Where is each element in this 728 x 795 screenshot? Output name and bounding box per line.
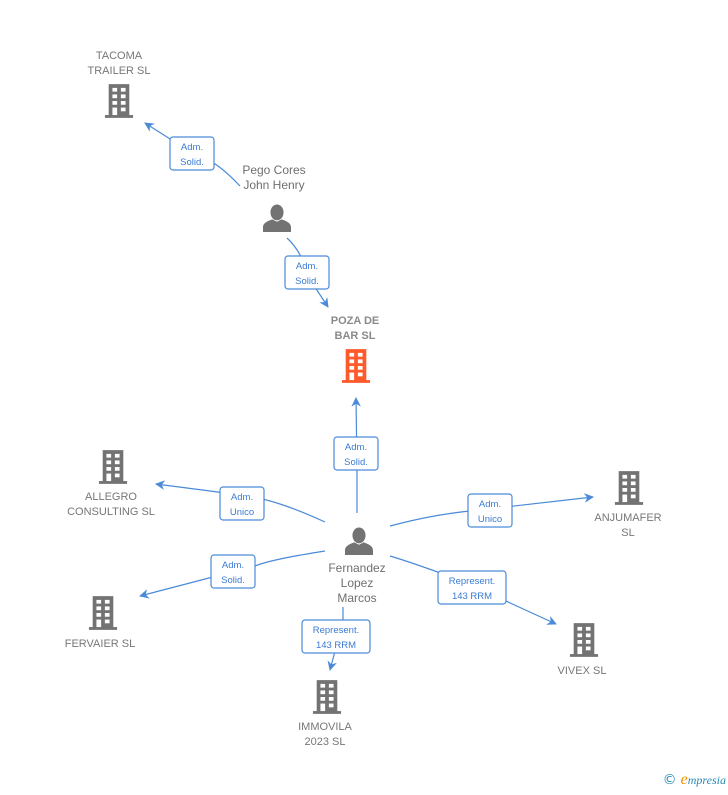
edge-label-text: Unico <box>230 507 254 518</box>
edge-label-text: 143 RRM <box>316 640 356 651</box>
edge-label-text: Adm. <box>479 499 501 510</box>
node-poza[interactable]: POZA DE BAR SL <box>331 315 380 383</box>
edge-fernandez-to-anjumafer: Adm. Unico <box>389 493 594 528</box>
building-icon[interactable] <box>88 596 118 630</box>
edge-label-text: 143 RRM <box>452 591 492 602</box>
node-label[interactable]: SL <box>621 527 634 539</box>
edge-label-text: Adm. <box>222 560 244 571</box>
building-icon[interactable] <box>104 84 134 118</box>
edge-pego-to-tacoma: Adm. Solid. <box>144 122 241 187</box>
edge-label-text: Adm. <box>181 142 203 153</box>
building-icon[interactable] <box>341 349 371 383</box>
node-label[interactable]: CONSULTING SL <box>67 506 155 518</box>
node-label[interactable]: POZA DE <box>331 315 380 327</box>
node-label[interactable]: IMMOVILA <box>298 721 352 733</box>
node-vivex[interactable]: VIVEX SL <box>558 623 607 677</box>
brand-name: mpresia <box>687 773 726 787</box>
node-allegro[interactable]: ALLEGRO CONSULTING SL <box>67 450 155 518</box>
edge-label-text: Unico <box>478 514 502 525</box>
edge-label-text: Adm. <box>345 442 367 453</box>
edge-label-text: Adm. <box>231 492 253 503</box>
empresia-watermark: ©empresia <box>663 771 726 789</box>
edge-fernandez-to-poza: Adm. Solid. <box>333 397 379 513</box>
edge-label-box[interactable] <box>467 493 513 528</box>
node-label[interactable]: Fernandez <box>328 561 385 575</box>
edge-label-text: Adm. <box>296 261 318 272</box>
brand-logo-e: e <box>680 771 688 788</box>
node-label[interactable]: John Henry <box>243 178 304 192</box>
edge-fernandez-to-immovila: Represent. 143 RRM <box>301 607 371 671</box>
edge-label-text: Represent. <box>449 576 495 587</box>
edge-fernandez-to-allegro: Adm. Unico <box>155 480 326 523</box>
edge-label-text: Solid. <box>221 575 245 586</box>
edge-label-box[interactable] <box>333 436 379 471</box>
edge-fernandez-to-fervaier: Adm. Solid. <box>139 550 326 599</box>
node-label[interactable]: ALLEGRO <box>85 491 137 503</box>
node-anjumafer[interactable]: ANJUMAFER SL <box>594 471 662 539</box>
node-label[interactable]: TACOMA <box>96 50 143 62</box>
building-icon[interactable] <box>614 471 644 505</box>
edge-label-text: Solid. <box>295 276 319 287</box>
node-label[interactable]: FERVAIER SL <box>65 638 136 650</box>
edge-label-box[interactable] <box>219 486 265 521</box>
node-label[interactable]: Lopez <box>341 576 374 590</box>
node-label[interactable]: ANJUMAFER <box>594 512 661 524</box>
edge-label-box[interactable] <box>169 136 215 171</box>
node-immovila[interactable]: IMMOVILA 2023 SL <box>298 680 353 748</box>
node-label[interactable]: BAR SL <box>335 330 376 342</box>
node-label[interactable]: 2023 SL <box>305 736 346 748</box>
node-label[interactable]: TRAILER SL <box>88 65 151 77</box>
node-fervaier[interactable]: FERVAIER SL <box>65 596 136 650</box>
edge-pego-to-poza: Adm. Solid. <box>284 237 330 308</box>
building-icon[interactable] <box>569 623 599 657</box>
building-icon[interactable] <box>98 450 128 484</box>
edge-label-text: Represent. <box>313 625 359 636</box>
node-label[interactable]: VIVEX SL <box>558 665 607 677</box>
edge-label-box[interactable] <box>301 619 371 654</box>
node-label[interactable]: Pego Cores <box>242 163 305 177</box>
person-icon[interactable] <box>263 204 291 232</box>
node-label[interactable]: Marcos <box>337 591 376 605</box>
edge-label-text: Solid. <box>344 457 368 468</box>
building-icon[interactable] <box>312 680 342 714</box>
node-tacoma[interactable]: TACOMA TRAILER SL <box>88 50 151 118</box>
person-icon[interactable] <box>345 527 373 555</box>
edge-label-box[interactable] <box>437 570 507 605</box>
copyright-icon: © <box>662 772 677 788</box>
edge-fernandez-to-vivex: Represent. 143 RRM <box>389 555 557 625</box>
edge-label-box[interactable] <box>284 255 330 290</box>
edge-label-box[interactable] <box>210 554 256 589</box>
edge-label-text: Solid. <box>180 157 204 168</box>
